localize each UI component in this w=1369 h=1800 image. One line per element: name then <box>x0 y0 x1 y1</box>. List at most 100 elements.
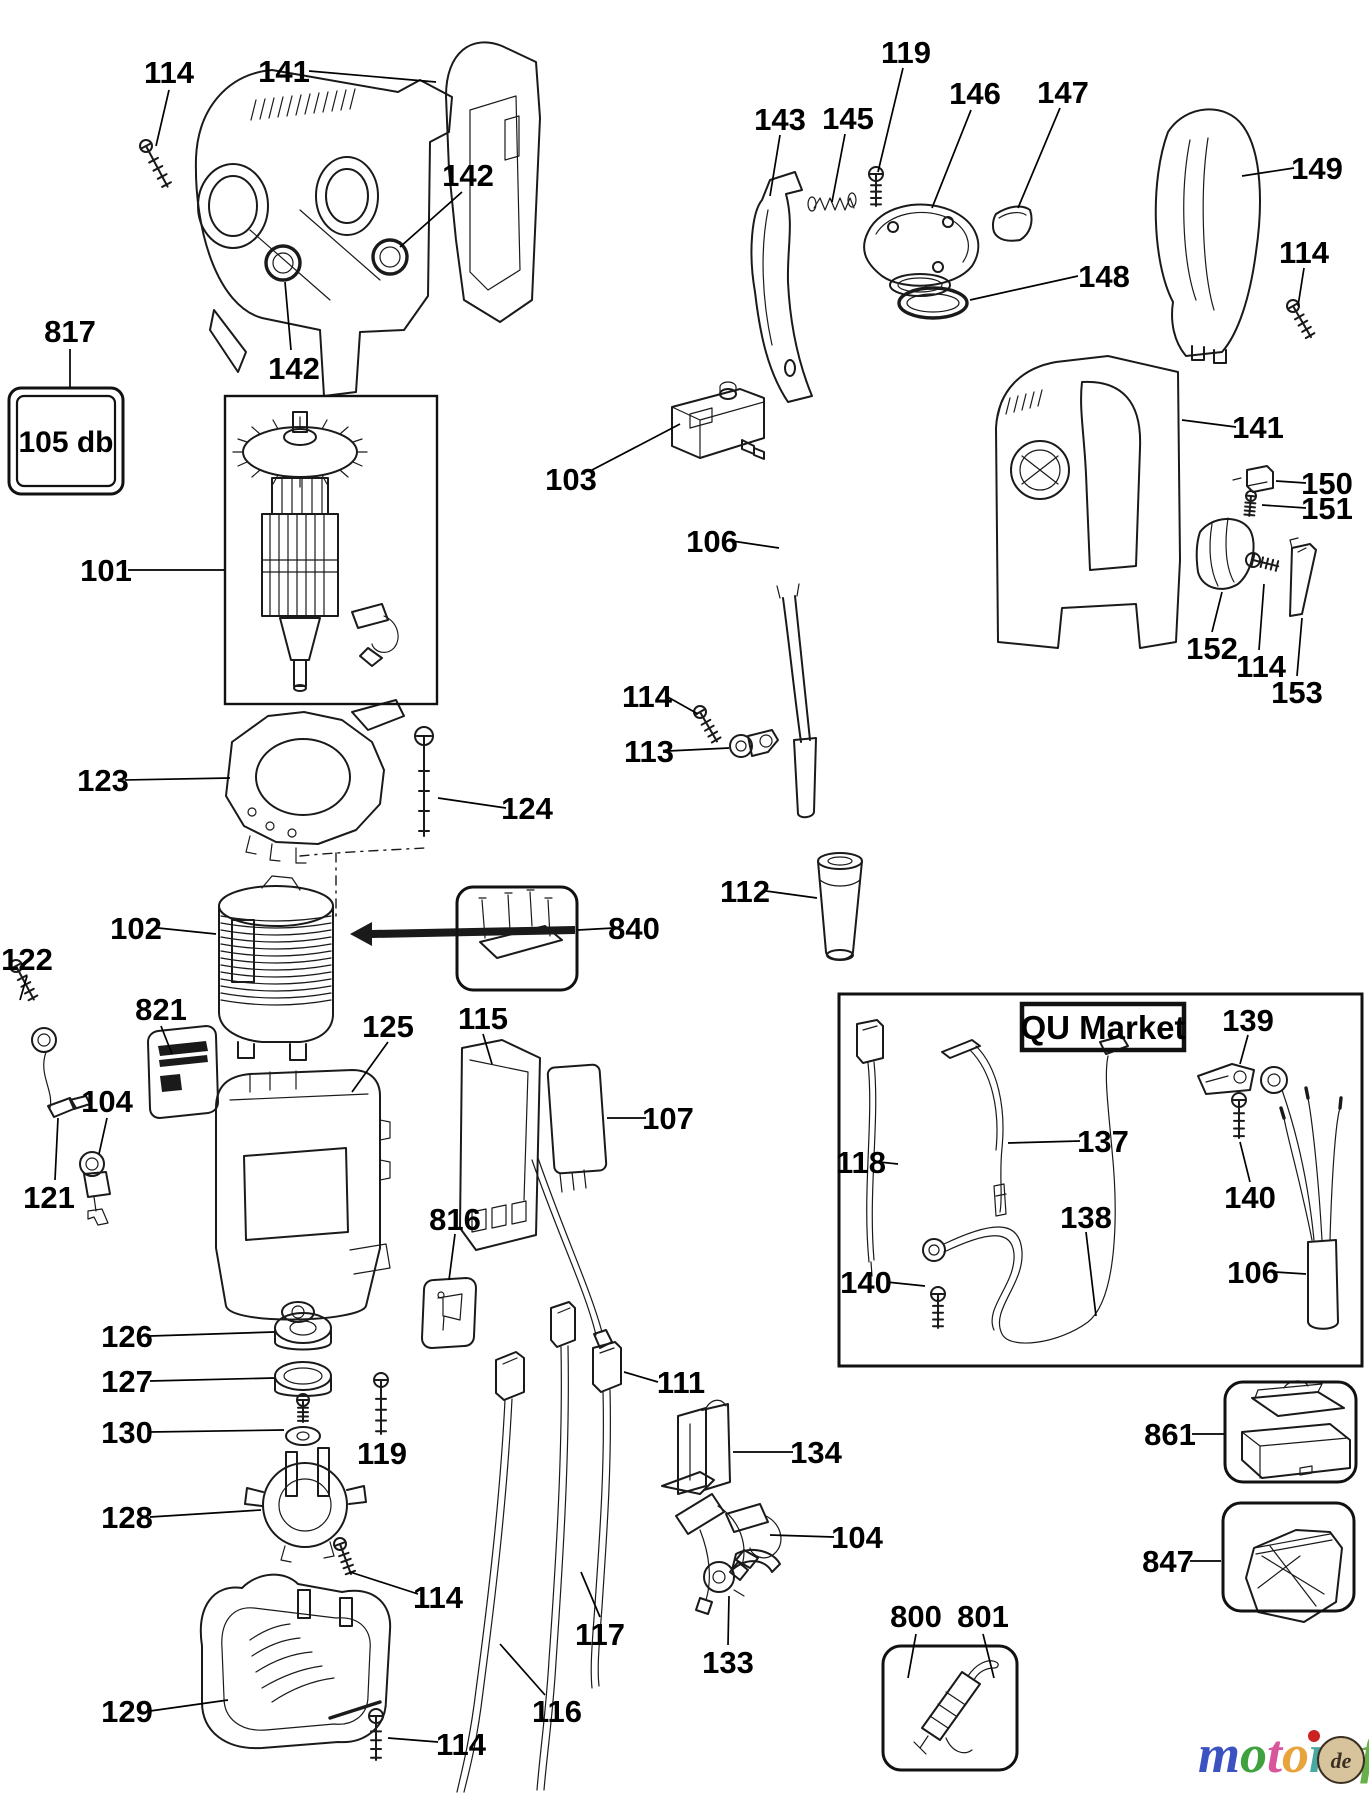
part-number-label: 147 <box>1037 75 1089 110</box>
leader-line <box>1239 1141 1251 1183</box>
leader-line <box>157 927 217 935</box>
grease-847-box <box>1221 1501 1356 1613</box>
leader-line <box>1275 480 1307 484</box>
cover-146-sketch <box>863 203 980 297</box>
part-number-label: 149 <box>1291 151 1343 186</box>
leader-line <box>149 1509 262 1518</box>
brush-104-sketch <box>725 1503 782 1569</box>
greasebag-847-sketch <box>1245 1529 1343 1623</box>
part-number-label: 140 <box>840 1265 892 1300</box>
leader-line <box>448 1233 456 1281</box>
part-number-label: 840 <box>608 911 660 946</box>
qu-lead-118-sketch <box>856 1019 884 1277</box>
part-number-label: 141 <box>1232 410 1284 445</box>
part-number-label: 140 <box>1224 1180 1276 1215</box>
part-number-label: 117 <box>575 1617 625 1652</box>
part-number-label: 128 <box>101 1500 153 1535</box>
part-number-label: 146 <box>949 76 1001 111</box>
brushplate-115-sketch <box>459 1039 613 1349</box>
trigger-143-sketch <box>750 171 813 403</box>
part-number-label: 114 <box>413 1580 464 1615</box>
leader-line <box>1007 1140 1081 1144</box>
fieldcoil-102-sketch <box>218 875 334 1061</box>
screw-sketch <box>296 1393 310 1423</box>
noise-817-box: 105 db <box>7 386 125 496</box>
leader-line <box>1297 267 1305 307</box>
part-number-label: 150 <box>1301 466 1353 501</box>
watermark-dot <box>1308 1730 1320 1742</box>
part-number-label: 114 <box>436 1727 487 1762</box>
leader-line <box>1181 419 1237 428</box>
handle-149-sketch <box>1154 108 1261 364</box>
part-number-label: 801 <box>957 1599 1009 1634</box>
part-number-label: 151 <box>1301 491 1353 526</box>
brushholder-840-box <box>455 885 579 992</box>
part-number-label: 153 <box>1271 675 1323 710</box>
leader-line <box>1239 1034 1249 1065</box>
part-number-label: 148 <box>1078 259 1130 294</box>
part-number-label: 119 <box>357 1436 407 1471</box>
plate-821-sketch <box>147 1025 219 1119</box>
part-number-label: 134 <box>790 1435 842 1470</box>
leader-line <box>907 1633 917 1679</box>
leader-line <box>982 1633 995 1679</box>
knob-152-sketch <box>1195 517 1255 590</box>
screw-sketch <box>1286 299 1316 340</box>
leader-line <box>98 1117 108 1155</box>
part-number-label: 106 <box>1227 1255 1279 1290</box>
pad-147-sketch <box>991 205 1033 242</box>
toolbox-861-sketch <box>1241 1380 1351 1479</box>
leaders-layer <box>19 67 1307 1743</box>
toolbox-861-box <box>1223 1380 1358 1484</box>
leader-line <box>149 1331 275 1337</box>
clamp-133-sketch <box>703 1548 781 1597</box>
part-number-label: 126 <box>101 1319 153 1354</box>
leader-line <box>1296 617 1303 677</box>
leader-line <box>1261 504 1307 509</box>
leader-line <box>665 695 699 715</box>
qu-terminal-139-sketch <box>1197 1063 1315 1241</box>
screw-sketch <box>930 1286 946 1329</box>
switch-103-sketch <box>671 381 765 460</box>
leader-line <box>667 747 730 752</box>
leader-line <box>969 275 1079 301</box>
leader-line <box>482 1033 493 1065</box>
part-number-label: 139 <box>1222 1003 1274 1038</box>
leader-line <box>877 67 904 173</box>
leader-line <box>349 1571 419 1595</box>
leader-line <box>124 777 231 781</box>
clamshell-141-sketch <box>445 41 541 323</box>
part-number-label: 142 <box>442 158 494 193</box>
baffle-129-sketch <box>199 1573 392 1750</box>
screw-sketch <box>373 1372 389 1435</box>
screw-sketch <box>414 726 434 837</box>
part-number-label: 103 <box>545 462 597 497</box>
part-number-label: 113 <box>624 734 674 769</box>
screw-sketch <box>1231 1092 1247 1139</box>
brushring-128-sketch <box>244 1447 367 1563</box>
part-number-label: 116 <box>532 1694 582 1729</box>
washer-130-sketch <box>285 1426 321 1446</box>
part-number-label: 821 <box>135 992 187 1027</box>
qu-lead-138-sketch <box>922 1035 1129 1344</box>
part-number-label: 114 <box>622 679 673 714</box>
screw-sketch <box>1245 552 1280 572</box>
blade-153-sketch <box>1289 537 1317 617</box>
retainer-123-sketch <box>225 699 425 921</box>
slide-150-sketch <box>1232 465 1274 493</box>
screw-sketch <box>9 959 39 1002</box>
part-number-label: 847 <box>1142 1544 1194 1579</box>
watermark-circle-logo <box>1317 1736 1365 1784</box>
leader-line <box>769 134 781 197</box>
part-number-label: 114 <box>1279 235 1330 270</box>
leader-line <box>155 89 170 147</box>
part-number-label: 141 <box>258 54 310 89</box>
leader-line <box>284 281 292 351</box>
brush-121-sketch <box>79 1151 111 1226</box>
oring-142-right-sketch <box>371 238 409 276</box>
wires-106-sketch <box>776 583 817 819</box>
brushholder-840-sketch <box>350 889 575 959</box>
